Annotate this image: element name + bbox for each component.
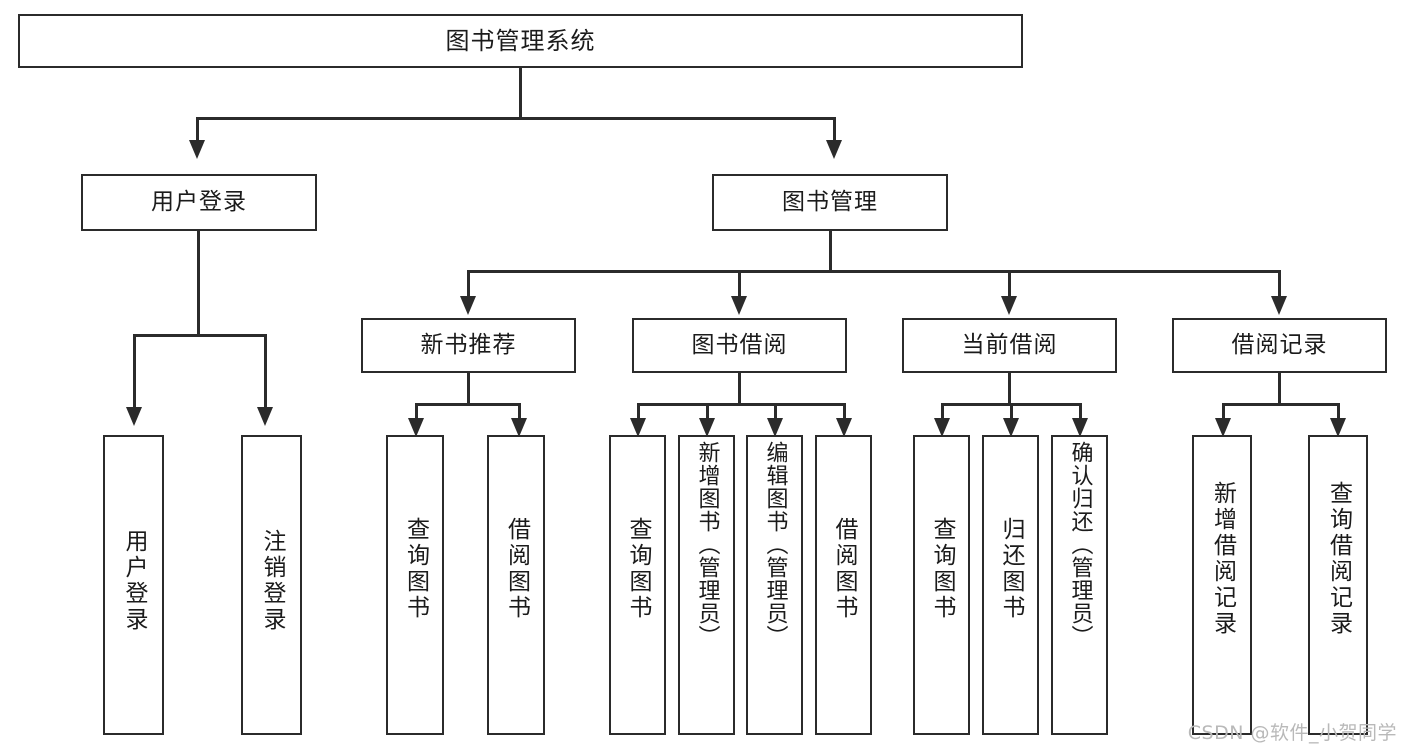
connector-drop-borrow-record <box>1278 270 1281 298</box>
connector-drop-user-login <box>196 117 199 142</box>
arrowhead-br-0 <box>1215 418 1231 437</box>
connector-drop-cb-1 <box>1010 403 1013 421</box>
leaf-label: 新增图书（管理员） <box>694 441 720 648</box>
connector-drop-nbr-1 <box>518 403 521 421</box>
arrowhead-book-borrow <box>731 296 747 315</box>
connector-drop-book-borrow <box>738 270 741 298</box>
connector-drop-current-borrow <box>1008 270 1011 298</box>
leaf-label: 查询借阅记录 <box>1325 481 1352 637</box>
leaf-label: 查询图书 <box>402 517 429 621</box>
connector-borrow-record-bus <box>1222 403 1339 406</box>
node-label: 新书推荐 <box>420 331 517 358</box>
leaf-br-add-record[interactable]: 新增借阅记录 <box>1192 435 1252 735</box>
node-book-management-system[interactable]: 图书管理系统 <box>18 14 1023 68</box>
node-new-book-recommend[interactable]: 新书推荐 <box>361 318 576 373</box>
connector-drop-leaf-logout <box>264 334 267 409</box>
arrowhead-leaf-logout <box>257 407 273 426</box>
connector-drop-bb-2 <box>774 403 777 421</box>
leaf-cb-query-book[interactable]: 查询图书 <box>913 435 970 735</box>
node-label: 图书管理系统 <box>445 26 596 55</box>
arrowhead-user-login <box>189 140 205 159</box>
connector-borrow-record-stem <box>1278 373 1281 405</box>
arrowhead-bb-3 <box>836 418 852 437</box>
arrowhead-cb-0 <box>934 418 950 437</box>
connector-drop-book-management <box>833 117 836 142</box>
leaf-label: 编辑图书（管理员） <box>762 441 788 648</box>
connector-drop-br-0 <box>1222 403 1225 421</box>
connector-drop-bb-1 <box>706 403 709 421</box>
leaf-label: 新增借阅记录 <box>1209 481 1236 637</box>
connector-drop-cb-0 <box>941 403 944 421</box>
leaf-label: 确认归还（管理员） <box>1067 441 1093 648</box>
leaf-label: 注销登录 <box>259 529 285 633</box>
leaf-bb-borrow-book[interactable]: 借阅图书 <box>815 435 872 735</box>
leaf-nbr-borrow-book[interactable]: 借阅图书 <box>487 435 545 735</box>
node-current-borrow[interactable]: 当前借阅 <box>902 318 1117 373</box>
connector-new-book-recommend-bus <box>415 403 520 406</box>
connector-drop-cb-2 <box>1079 403 1082 421</box>
connector-user-login-stem <box>197 231 200 336</box>
leaf-bb-add-book-admin[interactable]: 新增图书（管理员） <box>678 435 735 735</box>
node-label: 当前借阅 <box>961 331 1058 358</box>
arrowhead-book-management <box>826 140 842 159</box>
arrowhead-bb-2 <box>767 418 783 437</box>
leaf-bb-query-book[interactable]: 查询图书 <box>609 435 666 735</box>
connector-drop-new-book-recommend <box>467 270 470 298</box>
arrowhead-cb-1 <box>1003 418 1019 437</box>
leaf-label: 查询图书 <box>625 517 651 621</box>
connector-drop-bb-0 <box>637 403 640 421</box>
arrowhead-nbr-1 <box>511 418 527 437</box>
leaf-label: 归还图书 <box>998 517 1024 621</box>
arrowhead-br-1 <box>1330 418 1346 437</box>
node-label: 图书管理 <box>782 188 878 215</box>
node-label: 借阅记录 <box>1231 331 1328 358</box>
csdn-watermark: CSDN @软件_小贺同学 <box>1187 722 1397 744</box>
arrowhead-new-book-recommend <box>460 296 476 315</box>
leaf-bb-edit-book-admin[interactable]: 编辑图书（管理员） <box>746 435 803 735</box>
connector-drop-br-1 <box>1337 403 1340 421</box>
node-book-borrow[interactable]: 图书借阅 <box>632 318 847 373</box>
arrowhead-borrow-record <box>1271 296 1287 315</box>
node-borrow-record[interactable]: 借阅记录 <box>1172 318 1387 373</box>
connector-drop-leaf-user-login <box>133 334 136 409</box>
node-user-login[interactable]: 用户登录 <box>81 174 317 231</box>
node-book-management[interactable]: 图书管理 <box>712 174 948 231</box>
arrowhead-cb-2 <box>1072 418 1088 437</box>
leaf-label: 用户登录 <box>121 529 147 633</box>
arrowhead-leaf-user-login <box>126 407 142 426</box>
connector-book-management-stem <box>829 231 832 272</box>
connector-book-borrow-stem <box>738 373 741 405</box>
arrowhead-bb-1 <box>699 418 715 437</box>
leaf-label: 借阅图书 <box>503 517 530 621</box>
connector-new-book-recommend-stem <box>467 373 470 405</box>
connector-book-borrow-bus <box>637 403 845 406</box>
arrowhead-current-borrow <box>1001 296 1017 315</box>
connector-user-login-bus <box>133 334 264 337</box>
connector-level3-bus <box>467 270 1280 273</box>
connector-drop-bb-3 <box>843 403 846 421</box>
node-label: 用户登录 <box>151 188 247 215</box>
leaf-br-query-record[interactable]: 查询借阅记录 <box>1308 435 1368 735</box>
connector-current-borrow-stem <box>1008 373 1011 405</box>
leaf-user-login[interactable]: 用户登录 <box>103 435 164 735</box>
arrowhead-bb-0 <box>630 418 646 437</box>
leaf-label: 借阅图书 <box>831 517 857 621</box>
leaf-label: 查询图书 <box>929 517 955 621</box>
leaf-cb-confirm-return-admin[interactable]: 确认归还（管理员） <box>1051 435 1108 735</box>
leaf-cb-return-book[interactable]: 归还图书 <box>982 435 1039 735</box>
connector-drop-nbr-0 <box>415 403 418 421</box>
arrowhead-nbr-0 <box>408 418 424 437</box>
leaf-logout[interactable]: 注销登录 <box>241 435 302 735</box>
leaf-nbr-query-book[interactable]: 查询图书 <box>386 435 444 735</box>
connector-level2-bus <box>196 117 836 120</box>
node-label: 图书借阅 <box>691 331 788 358</box>
connector-root-stem <box>519 68 522 118</box>
